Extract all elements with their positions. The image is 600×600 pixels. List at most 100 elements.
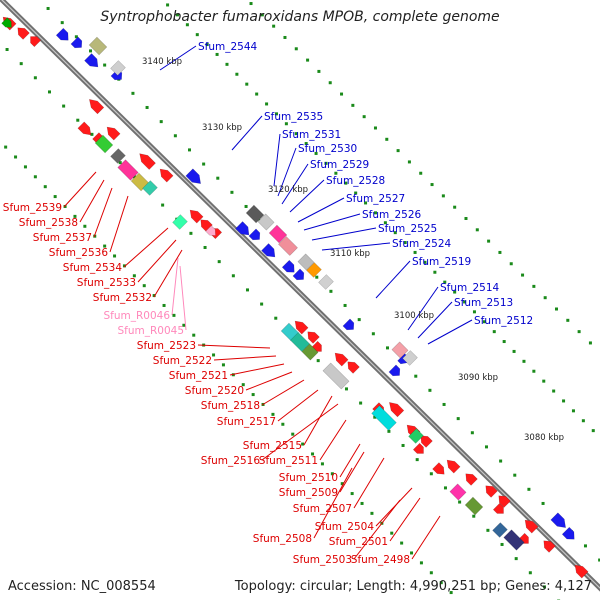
forward-gene-label: Sfum_2513	[454, 297, 513, 309]
tick-dot	[301, 442, 305, 446]
tick-dot	[249, 2, 253, 6]
tick-dot	[453, 290, 457, 294]
tick-dot	[83, 224, 87, 228]
tick-dot	[89, 49, 93, 53]
reverse-gene-label-leader	[213, 355, 277, 361]
scale-label: 3110 kbp	[330, 249, 370, 259]
reverse-gene-label-leader	[353, 499, 401, 560]
reverse-gene-label: Sfum_2533	[77, 277, 136, 289]
gene-arrow-forward-red	[412, 442, 424, 454]
tick-dot	[244, 204, 248, 208]
tick-dot	[521, 273, 525, 277]
reverse-gene-label: Sfum_2520	[185, 385, 244, 397]
gene-arrow-reverse	[30, 36, 42, 48]
gene-arrow-reverse-shape	[524, 519, 539, 534]
tick-dot	[291, 432, 295, 436]
gene-arrow-reverse-shape	[106, 126, 121, 141]
reverse-gene-label-leader	[277, 389, 319, 422]
gene-arrow-forward	[235, 221, 250, 236]
tick-dot	[390, 531, 394, 535]
gene-block	[110, 60, 126, 76]
tick-dot	[357, 318, 361, 322]
gene-arrow-forward	[342, 318, 355, 331]
gene-block-shape	[322, 362, 350, 390]
tick-dot	[486, 528, 490, 532]
forward-gene-label-leader	[289, 179, 325, 213]
gene-arrow-forward-shape	[550, 512, 566, 528]
tick-dot	[453, 205, 457, 209]
tick-dot	[350, 492, 354, 496]
tick-dot	[225, 62, 229, 66]
tick-dot	[542, 585, 546, 589]
tick-dot	[205, 43, 209, 47]
tick-dot	[429, 472, 433, 476]
reverse-gene-label: Sfum_2509	[279, 487, 338, 499]
tick-dot	[255, 92, 259, 96]
gene-arrow-reverse-shape	[189, 209, 204, 224]
reverse-gene-label: Sfum_2523	[137, 340, 196, 352]
label-leaders	[63, 45, 473, 560]
gene-arrow-reverse-shape	[159, 168, 174, 183]
tick-dot	[195, 33, 199, 37]
tick-dot	[407, 160, 411, 164]
tick-dot	[429, 571, 433, 575]
forward-gene-label: Sfum_2530	[298, 143, 357, 155]
tick-dot	[415, 458, 419, 462]
gene-block-shape	[172, 214, 188, 230]
tick-dot	[441, 194, 445, 198]
reverse-gene-label-leader	[353, 457, 385, 509]
tick-dot	[251, 393, 255, 397]
gene-block-shape	[306, 262, 322, 278]
gene-arrow-reverse	[89, 99, 105, 115]
gene-block	[172, 214, 188, 230]
forward-gene-label-leader	[311, 227, 377, 241]
gene-block	[322, 362, 350, 390]
tick-dot	[265, 102, 269, 106]
gene-arrow-reverse	[389, 402, 405, 418]
gene-arrow-forward-shape	[561, 526, 575, 540]
gene-arrow-reverse	[485, 485, 498, 498]
tick-dot	[393, 231, 397, 235]
tick-dot	[317, 69, 321, 73]
gene-arrow-reverse-shape	[334, 352, 349, 367]
gene-block	[142, 180, 158, 196]
gene-arrow-forward-red-shape	[412, 442, 424, 454]
tick-dot	[513, 473, 517, 477]
tick-dot	[334, 171, 338, 175]
tick-dot	[241, 383, 245, 387]
forward-gene-label-leader	[303, 213, 361, 231]
gene-arrow-reverse	[334, 352, 349, 367]
reverse-gene-label-leader	[137, 239, 177, 283]
tick-dot	[161, 203, 165, 207]
tick-dot	[588, 341, 592, 345]
reverse-gene-label-leader	[245, 371, 293, 391]
tick-dot	[46, 6, 50, 10]
gene-arrow-forward	[55, 27, 69, 41]
gene-arrow-forward	[84, 53, 99, 68]
tick-dot	[33, 76, 37, 80]
gene-arrow-forward	[248, 228, 261, 241]
tick-dot	[499, 459, 503, 463]
tick-dot	[463, 300, 467, 304]
gene-arrow-reverse	[139, 153, 156, 170]
gene-block-shape	[297, 253, 315, 271]
gene-arrow-reverse	[543, 540, 556, 553]
tick-dot	[492, 330, 496, 334]
tick-dot	[231, 274, 235, 278]
gene-block-shape	[142, 180, 158, 196]
forward-gene-label-leader	[297, 197, 345, 223]
tick-dot	[274, 112, 278, 116]
gene-block	[110, 148, 126, 164]
gene-block	[88, 36, 108, 56]
reverse-gene-label-leader	[197, 344, 271, 349]
reverse-gene-label-leader	[93, 187, 113, 238]
tick-dot	[185, 23, 189, 27]
gene-arrow-reverse	[347, 361, 360, 374]
gene-block-shape	[88, 36, 108, 56]
tick-dot	[103, 63, 107, 67]
tick-dot	[202, 162, 206, 166]
gene-arrow-reverse	[574, 564, 589, 579]
gene-block	[408, 428, 424, 444]
gene-arrow-forward-shape	[55, 27, 69, 41]
